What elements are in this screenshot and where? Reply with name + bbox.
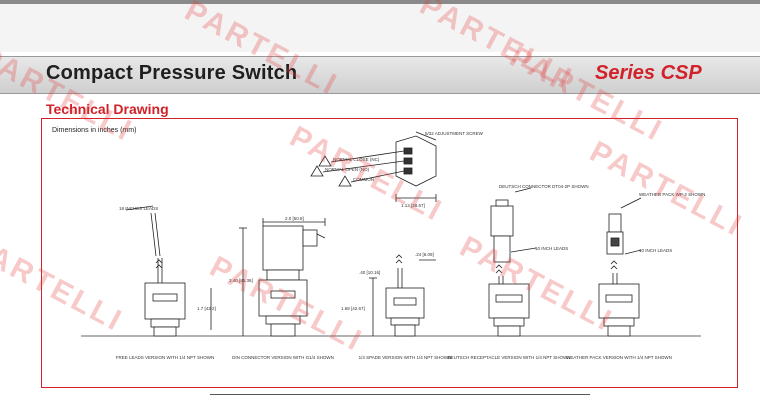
label-deutsch-connector: DEUTSCH CONNECTOR DT04-2P SHOWN (499, 184, 589, 189)
label-inches-leads: 18 INCHES LEADS (119, 206, 158, 211)
spade-version (369, 254, 436, 337)
label-dim-body: 1.7 [43.2] (197, 306, 216, 311)
top-band (0, 0, 760, 52)
deutsch-version (488, 187, 537, 337)
label-weather-pack: WEATHER PACK WP-2 SHOWN (639, 192, 705, 197)
drawing-frame (41, 118, 738, 388)
technical-drawing: 5/32 ADJUSTMENT SCREW NORMAL CLOSE (NC) … (81, 131, 705, 360)
label-normal-close: NORMAL CLOSE (NC) (333, 157, 380, 162)
label-dim-spade-total: 1.68 [42.67] (341, 306, 365, 311)
dimensions-note: Dimensions in inches (mm) (52, 127, 137, 134)
caption-deutsch: DEUTSCH RECEPTACLE VERSION WITH 1/4 NPT … (447, 355, 570, 360)
bottom-table-edge (210, 394, 590, 401)
caption-din: DIN CONNECTOR VERSION WITH G1/4 SHOWN (232, 355, 334, 360)
label-dim-hex: 1.13 [28.67] (401, 203, 425, 208)
caption-weather: WEATHER PACK VERSION WITH 1/4 NPT SHOWN (566, 355, 672, 360)
label-dim-height: 3.40 [86.36] (229, 278, 253, 283)
din-version (210, 218, 326, 337)
series-label: Series CSP (595, 62, 702, 84)
label-dim-spade-h: .40 [10.16] (359, 270, 380, 275)
weather-pack-version (598, 197, 642, 337)
top-strip (0, 0, 760, 4)
label-dim-spade-w: .24 [6.09] (415, 252, 434, 257)
label-common: COMMON (353, 177, 374, 182)
caption-free-leads: FREE LEADS VERSION WITH 1/4 NPT SHOWN (116, 355, 214, 360)
page-title: Compact Pressure Switch (46, 62, 298, 84)
terminal-detail (310, 131, 437, 202)
free-leads-version (125, 205, 186, 337)
label-adjust-screw: 5/32 ADJUSTMENT SCREW (425, 131, 484, 136)
label-normal-open: NORMAL OPEN (NO) (325, 167, 370, 172)
header-bar (0, 56, 760, 94)
section-title: Technical Drawing (46, 101, 169, 117)
caption-spade: 1/4 SPADE VERSION WITH 1/4 NPT SHOWN (359, 355, 452, 360)
label-leads-wp: 10 INCH LEADS (639, 248, 672, 253)
label-leads-right: 10 INCH LEADS (535, 246, 568, 251)
label-dim-width: 2.0 [50.8] (285, 216, 304, 221)
